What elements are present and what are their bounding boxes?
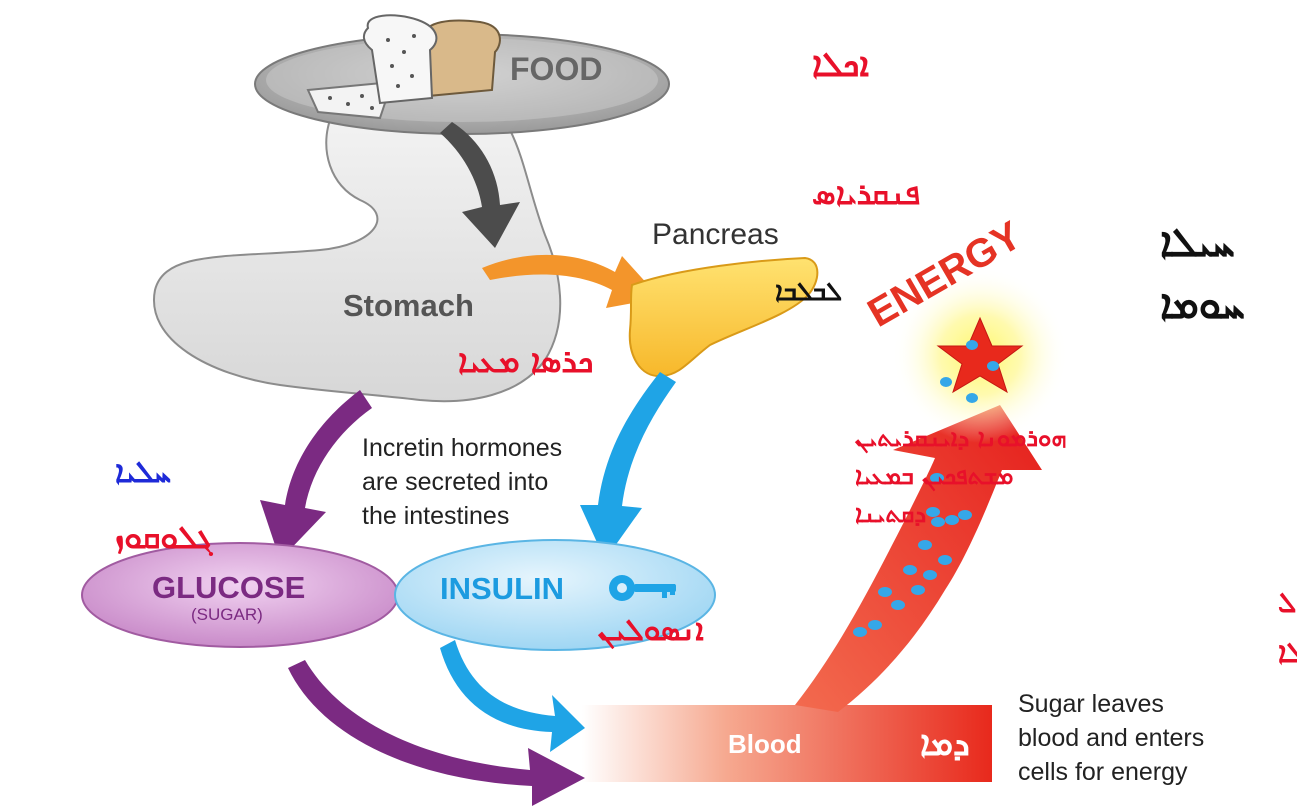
insulin-label: INSULIN	[440, 571, 564, 606]
food-syriac: ܐܟܠܐ	[812, 45, 869, 85]
incretin-note-line1: Incretin hormones	[362, 434, 562, 462]
glucose-syriac-line2: ܓܠܘܩܘܙ	[115, 518, 213, 556]
pancreas-shape	[630, 258, 818, 376]
pancreas-label: Pancreas	[652, 218, 779, 251]
food-label: FOOD	[510, 51, 602, 87]
blood-syriac: ܕܡܐ	[920, 724, 970, 764]
incretin-syriac-line1: ܗܘܪܡܘܢܐ ܕܐܝܢܩܪܝܬܝܢ	[854, 424, 1066, 454]
glucose-sublabel: (SUGAR)	[191, 605, 263, 624]
glucose-to-blood-arrow	[288, 660, 585, 806]
pancreas-to-insulin-arrow	[580, 372, 676, 560]
stomach-to-glucose-arrow	[260, 390, 372, 560]
pancreas-syriac-inner: ܠܒܠܒܐ	[775, 277, 842, 307]
energy-syriac-line2: ܚܘܡܐ	[1160, 282, 1245, 328]
sugar-syriac-line1: ܢܦܩ ܚܠܝܐ ܡܢ ܕܡܐ ܘܥܐܠ	[1278, 586, 1297, 621]
stomach-syriac: ܟܪܣܐ ܡܥܝܐ	[458, 342, 593, 380]
glucose-label: GLUCOSE	[152, 570, 305, 605]
blood-label: Blood	[728, 729, 802, 759]
insulin-to-blood-arrow	[440, 640, 585, 752]
pancreas-syriac-top: ܦܢܩܪܝܐܣ	[812, 177, 920, 212]
incretin-syriac-line2: ܡܫܬܦܟܝܢ ܒܡܥܝܐ	[855, 462, 1013, 492]
sugar-syriac-line2: ܠܦܓܪܐ ܕܢܗܘܐ ܚܝܠܐ	[1278, 636, 1297, 669]
glucose-syriac-line1: ܚܠܝܐ	[115, 455, 171, 490]
incretin-note-line3: the intestines	[362, 502, 509, 530]
incretin-syriac-line3: ܕܩܬܝܢܐ	[855, 500, 926, 528]
sugar-note-line3: cells for energy	[1018, 758, 1188, 786]
sugar-note-line1: Sugar leaves	[1018, 690, 1164, 718]
insulin-syriac: ܐܢܣܘܠܝܢ	[597, 613, 704, 650]
incretin-note-line2: are secreted into	[362, 468, 548, 496]
energy-syriac-line1: ܚܝܠܐ	[1160, 220, 1235, 266]
sugar-note-line2: blood and enters	[1018, 724, 1204, 752]
stomach-label: Stomach	[343, 288, 474, 323]
